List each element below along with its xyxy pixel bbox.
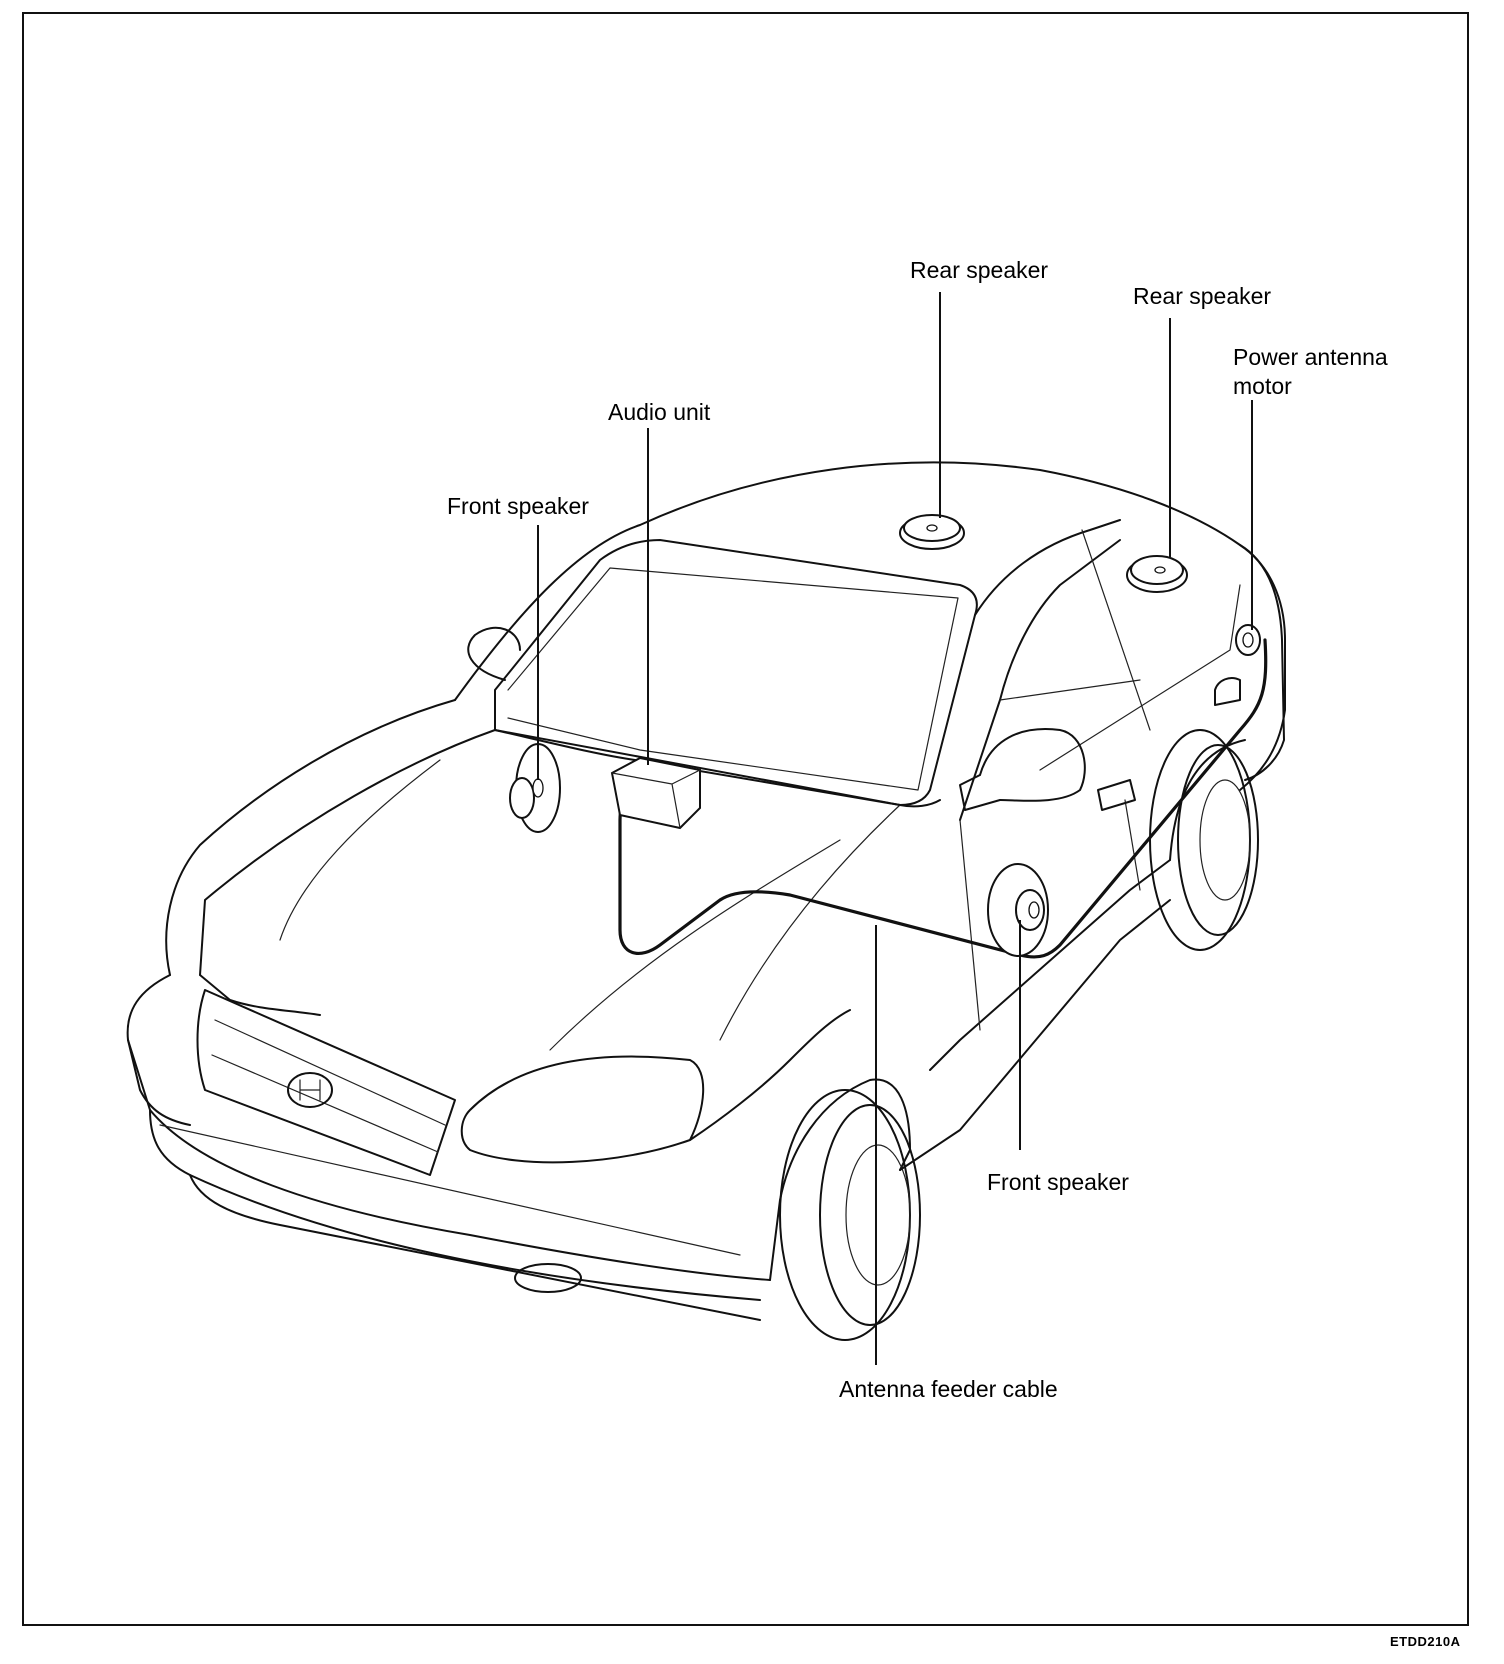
power-antenna-motor-part [1235,624,1261,656]
front-speaker-left-part [509,743,561,833]
rear-speaker-top-part [899,514,965,550]
label-power-antenna-motor: Power antenna motor [1233,344,1388,399]
label-rear-speaker-top: Rear speaker [910,257,1049,283]
car-body-outline [126,461,1286,1341]
label-front-speaker-left: Front speaker [447,493,589,519]
label-audio-unit: Audio unit [608,399,711,425]
label-antenna-feeder-cable: Antenna feeder cable [839,1376,1058,1402]
label-front-speaker-right: Front speaker [987,1169,1129,1195]
audio-unit-part [610,756,701,830]
front-speaker-right-part [987,863,1049,957]
label-rear-speaker-right: Rear speaker [1133,283,1272,309]
figure-code: ETDD210A [1390,1634,1461,1649]
figure-frame [22,12,1469,1626]
antenna-feeder-cable [618,638,1268,959]
rear-speaker-right-part [1126,555,1188,593]
